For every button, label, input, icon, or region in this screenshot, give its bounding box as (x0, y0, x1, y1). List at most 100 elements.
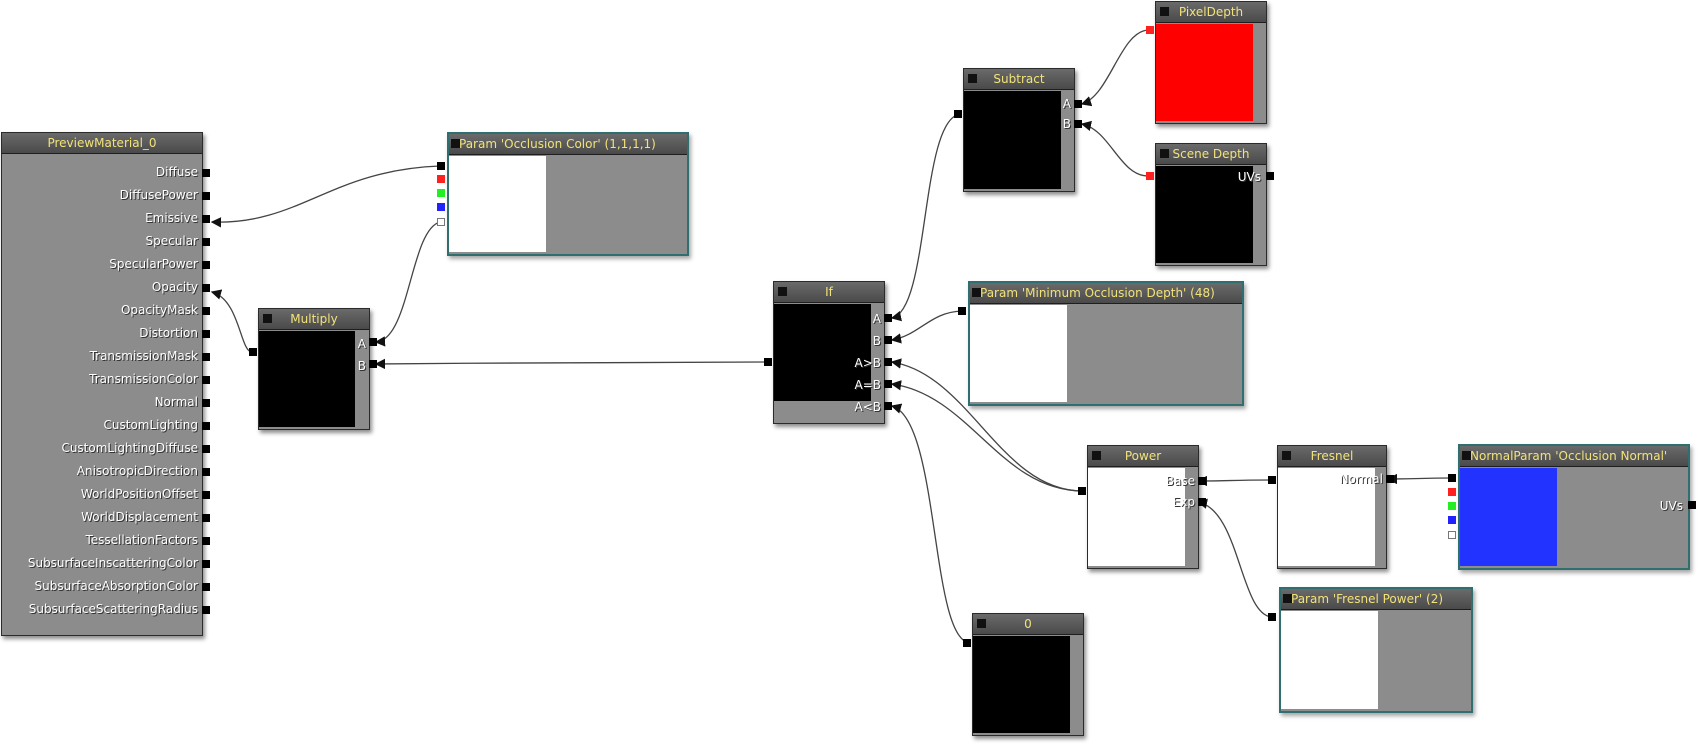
preview-input-label: AnisotropicDirection (76, 464, 198, 478)
if-in-a-pin[interactable] (884, 314, 892, 322)
occlusion-normal-uvs-pin[interactable] (1688, 501, 1696, 509)
if-title: If (774, 282, 884, 303)
power-out-pin[interactable] (1078, 487, 1086, 495)
preview-input-pin[interactable] (202, 192, 210, 200)
preview-input-pin[interactable] (202, 215, 210, 223)
multiply-in-a-pin[interactable] (369, 338, 377, 346)
preview-input-pin[interactable] (202, 307, 210, 315)
preview-input-pin[interactable] (202, 491, 210, 499)
if-node[interactable]: If A B A>B A=B A<B (773, 281, 885, 424)
multiply-out-pin[interactable] (249, 348, 257, 356)
scene-depth-uvs-pin[interactable] (1266, 172, 1274, 180)
preview-input-pin[interactable] (202, 399, 210, 407)
node-handle-icon (1160, 149, 1169, 158)
power-node[interactable]: Power Base Exp (1087, 445, 1199, 569)
occlusion-color-a-pin[interactable] (437, 218, 445, 226)
min-occlusion-depth-out-pin[interactable] (958, 307, 966, 315)
occlusion-color-g-pin[interactable] (437, 189, 445, 197)
preview-input-pin[interactable] (202, 514, 210, 522)
preview-input-pin[interactable] (202, 583, 210, 591)
preview-input-label: Specular (145, 234, 198, 248)
preview-input-pin[interactable] (202, 330, 210, 338)
fresnel-preview (1278, 468, 1375, 566)
preview-input-pin[interactable] (202, 606, 210, 614)
subtract-in-a-label: A (1062, 97, 1071, 111)
preview-input-pin[interactable] (202, 537, 210, 545)
wire-normalparam-to-fresnel (1386, 473, 1453, 485)
fresnel-out-pin[interactable] (1268, 476, 1276, 484)
preview-input-label: Opacity (151, 280, 198, 294)
if-alb-pin[interactable] (884, 402, 892, 410)
preview-input-pin[interactable] (202, 169, 210, 177)
occlusion-color-r-pin[interactable] (437, 175, 445, 183)
zero-constant-node[interactable]: 0 (972, 613, 1084, 736)
preview-input-pin[interactable] (202, 560, 210, 568)
node-handle-icon (1283, 594, 1292, 603)
if-out-pin[interactable] (764, 358, 772, 366)
scene-depth-out-pin[interactable] (1146, 172, 1154, 180)
zero-constant-out-pin[interactable] (963, 639, 971, 647)
preview-input-pin[interactable] (202, 468, 210, 476)
fresnel-node[interactable]: Fresnel Normal (1277, 445, 1387, 569)
if-alb-label: A<B (854, 400, 882, 414)
power-base-pin[interactable] (1198, 477, 1206, 485)
if-aeb-pin[interactable] (884, 380, 892, 388)
preview-input-label: CustomLighting (103, 418, 198, 432)
if-aeb-label: A=B (854, 378, 882, 392)
wire-multiply-to-opacity (210, 289, 253, 353)
occlusion-normal-b-pin[interactable] (1448, 516, 1456, 524)
fresnel-title: Fresnel (1278, 446, 1386, 467)
node-handle-icon (1160, 7, 1169, 16)
if-agb-pin[interactable] (884, 358, 892, 366)
multiply-in-b-pin[interactable] (369, 360, 377, 368)
power-exp-pin[interactable] (1198, 498, 1206, 506)
pixel-depth-node[interactable]: PixelDepth (1155, 1, 1267, 124)
occlusion-color-node[interactable]: Param 'Occlusion Color' (1,1,1,1) (447, 132, 689, 256)
node-handle-icon (451, 139, 460, 148)
power-title: Power (1088, 446, 1198, 467)
subtract-title: Subtract (964, 69, 1074, 90)
occlusion-color-out-pin[interactable] (437, 162, 445, 170)
min-occlusion-depth-node[interactable]: Param 'Minimum Occlusion Depth' (48) (968, 281, 1244, 406)
scene-depth-node[interactable]: Scene Depth UVs (1155, 143, 1267, 266)
wire-fresnelpower-to-power-exp (1196, 498, 1273, 618)
occlusion-normal-a-pin[interactable] (1448, 531, 1456, 539)
occlusion-normal-title: NormalParam 'Occlusion Normal' (1460, 446, 1688, 467)
zero-constant-preview (973, 636, 1070, 733)
occlusion-normal-node[interactable]: NormalParam 'Occlusion Normal' UVs (1458, 444, 1690, 570)
preview-input-pin[interactable] (202, 238, 210, 246)
preview-input-label: TransmissionMask (89, 349, 198, 363)
occlusion-normal-out-pin[interactable] (1448, 474, 1456, 482)
occlusion-color-b-pin[interactable] (437, 203, 445, 211)
preview-input-pin[interactable] (202, 422, 210, 430)
preview-input-pin[interactable] (202, 376, 210, 384)
fresnel-power-node[interactable]: Param 'Fresnel Power' (2) (1279, 587, 1473, 713)
preview-input-pin[interactable] (202, 261, 210, 269)
subtract-node[interactable]: Subtract A B (963, 68, 1075, 192)
pixel-depth-title: PixelDepth (1156, 2, 1266, 23)
wire-occlusion-to-multiply-a (374, 221, 441, 347)
preview-input-pin[interactable] (202, 284, 210, 292)
preview-input-pin[interactable] (202, 445, 210, 453)
occlusion-normal-uvs-label: UVs (1659, 499, 1683, 513)
pixel-depth-out-pin[interactable] (1146, 26, 1154, 34)
subtract-out-pin[interactable] (954, 110, 962, 118)
wire-occlusion-to-emissive (210, 165, 441, 228)
scene-depth-title: Scene Depth (1156, 144, 1266, 165)
subtract-in-b-pin[interactable] (1074, 120, 1082, 128)
occlusion-normal-r-pin[interactable] (1448, 488, 1456, 496)
multiply-node[interactable]: Multiply A B (258, 308, 370, 430)
preview-input-label: Distortion (139, 326, 198, 340)
preview-input-pin[interactable] (202, 353, 210, 361)
subtract-in-a-pin[interactable] (1074, 100, 1082, 108)
preview-input-label: DiffusePower (119, 188, 198, 202)
if-preview (774, 304, 871, 401)
preview-input-label: Normal (154, 395, 198, 409)
node-handle-icon (972, 288, 981, 297)
occlusion-normal-g-pin[interactable] (1448, 502, 1456, 510)
fresnel-normal-pin[interactable] (1386, 475, 1394, 483)
if-in-b-pin[interactable] (884, 336, 892, 344)
fresnel-power-title: Param 'Fresnel Power' (2) (1281, 589, 1471, 610)
fresnel-power-out-pin[interactable] (1268, 613, 1276, 621)
